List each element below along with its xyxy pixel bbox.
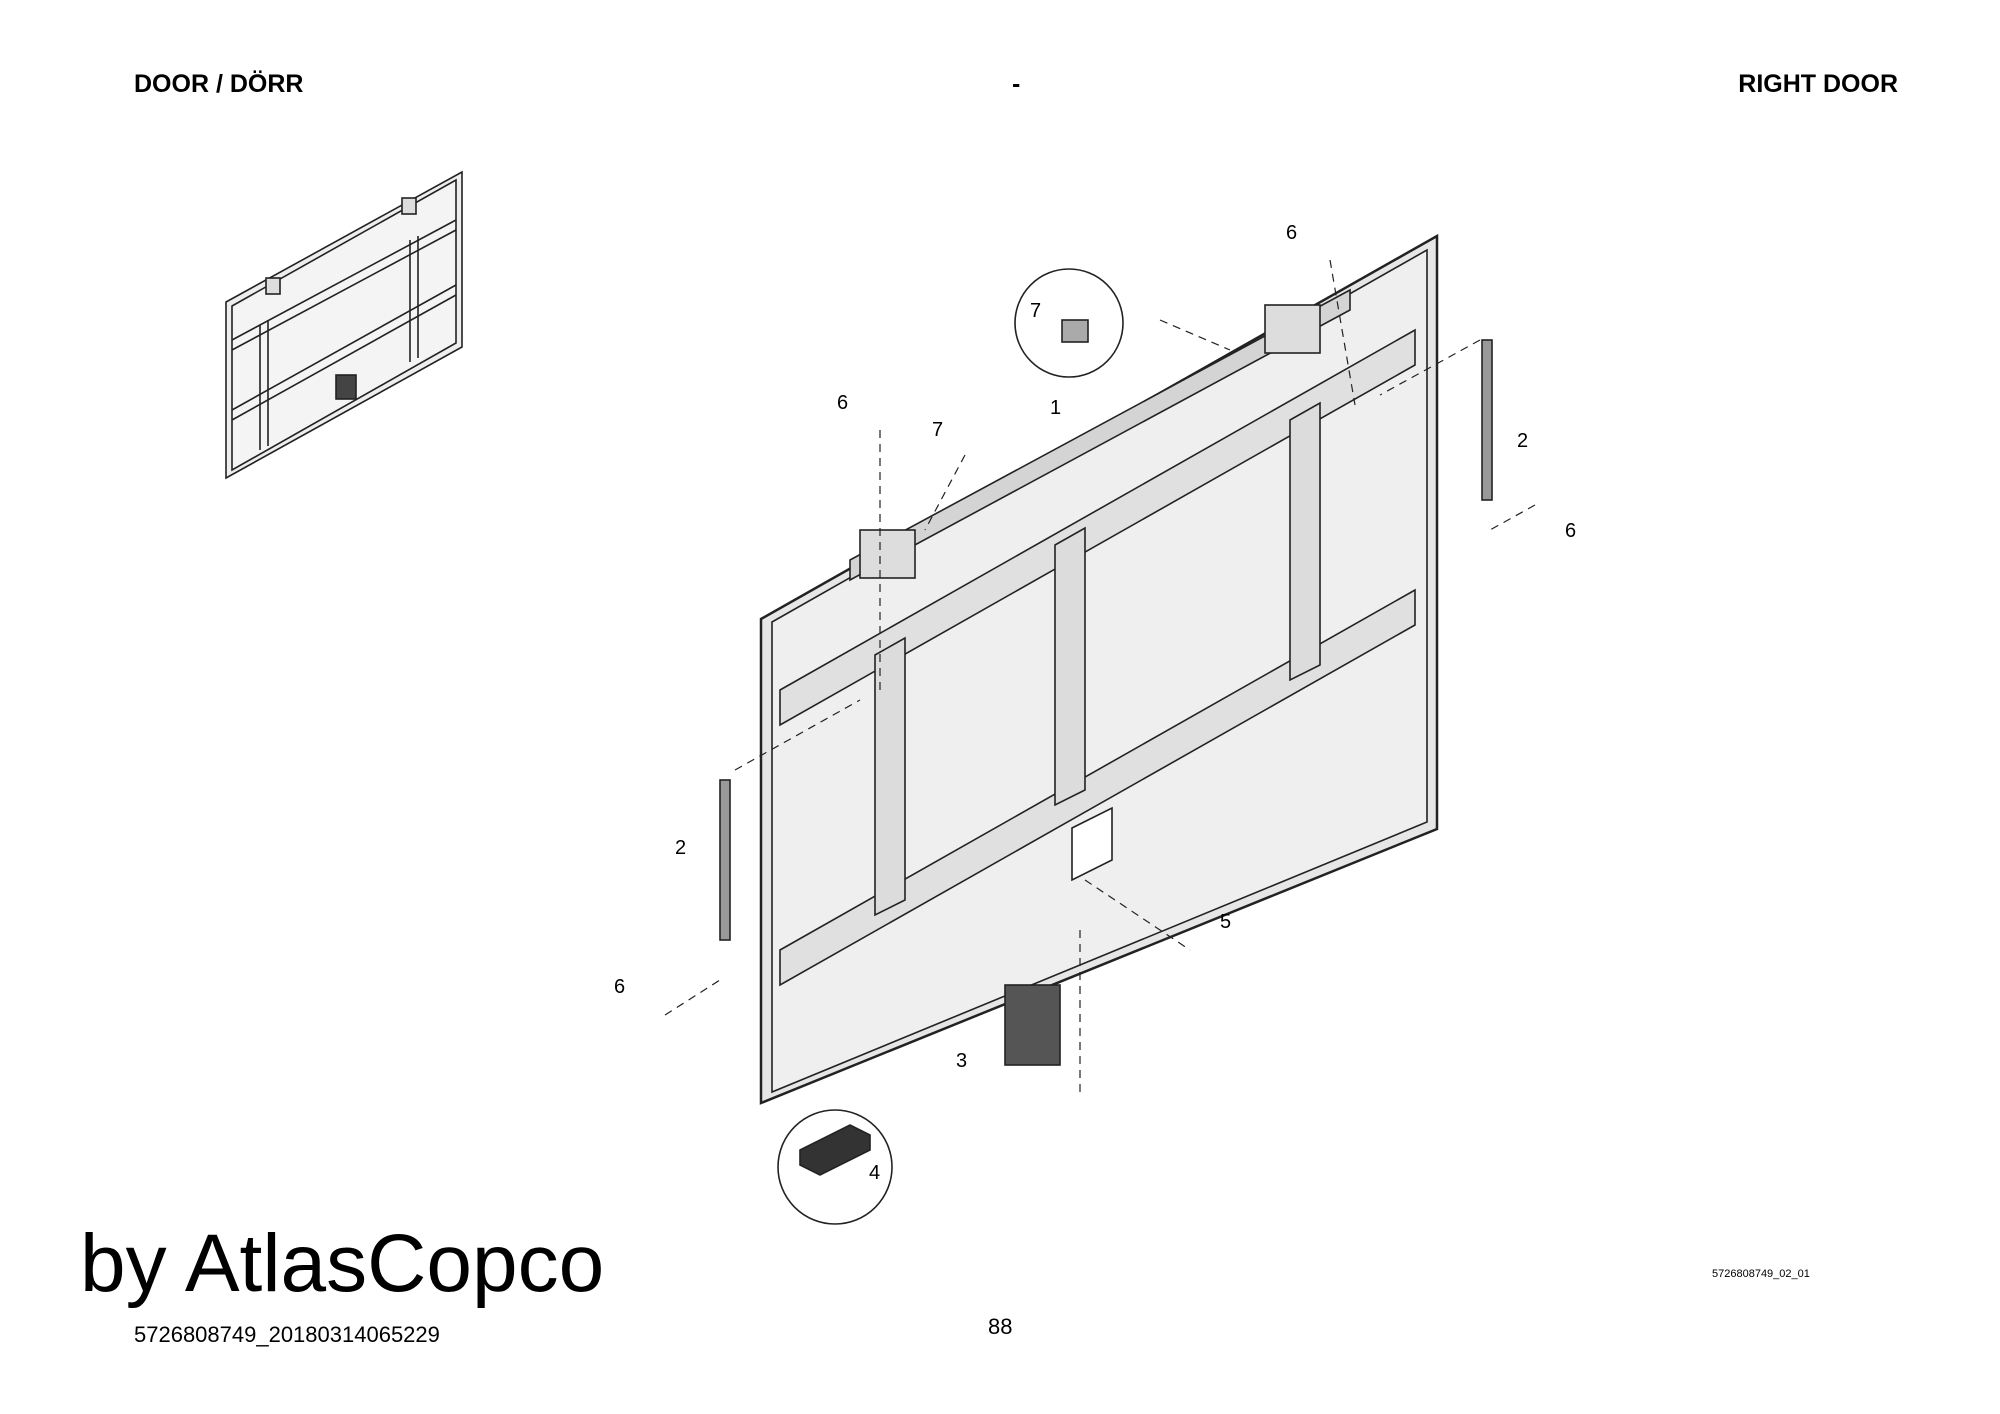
callout-6: 6	[1565, 520, 1577, 542]
document-id: 5726808749_20180314065229	[134, 1322, 440, 1347]
watermark: by AtlasCopco	[80, 1218, 605, 1309]
lock-assembly	[1004, 984, 1061, 1066]
callout-3: 3	[956, 1050, 968, 1072]
callout-7: 7	[932, 419, 944, 441]
callout-6: 6	[837, 392, 849, 414]
callout-6: 6	[1286, 222, 1298, 244]
callout-2: 2	[675, 837, 687, 859]
callout-4: 4	[869, 1162, 881, 1184]
door-panel	[759, 233, 1439, 1105]
gas-struts	[719, 339, 1493, 941]
section-title: DOOR / DÖRR	[134, 70, 304, 98]
assembly-title: RIGHT DOOR	[1738, 70, 1898, 98]
leader-lines	[664, 259, 1536, 1095]
callout-1: 1	[1050, 397, 1062, 419]
callout-7: 7	[1030, 300, 1042, 322]
detail-circle-7	[1014, 268, 1124, 378]
header-separator: -	[1012, 70, 1021, 98]
thumbnail-door	[225, 170, 463, 480]
callout-6: 6	[614, 976, 626, 998]
callout-5: 5	[1220, 911, 1232, 933]
callout-2: 2	[1517, 430, 1529, 452]
page-number: 88	[988, 1314, 1013, 1339]
detail-circle-4	[777, 1109, 893, 1225]
hinges	[859, 304, 1321, 579]
drawing-reference: 5726808749_02_01	[1712, 1268, 1810, 1280]
